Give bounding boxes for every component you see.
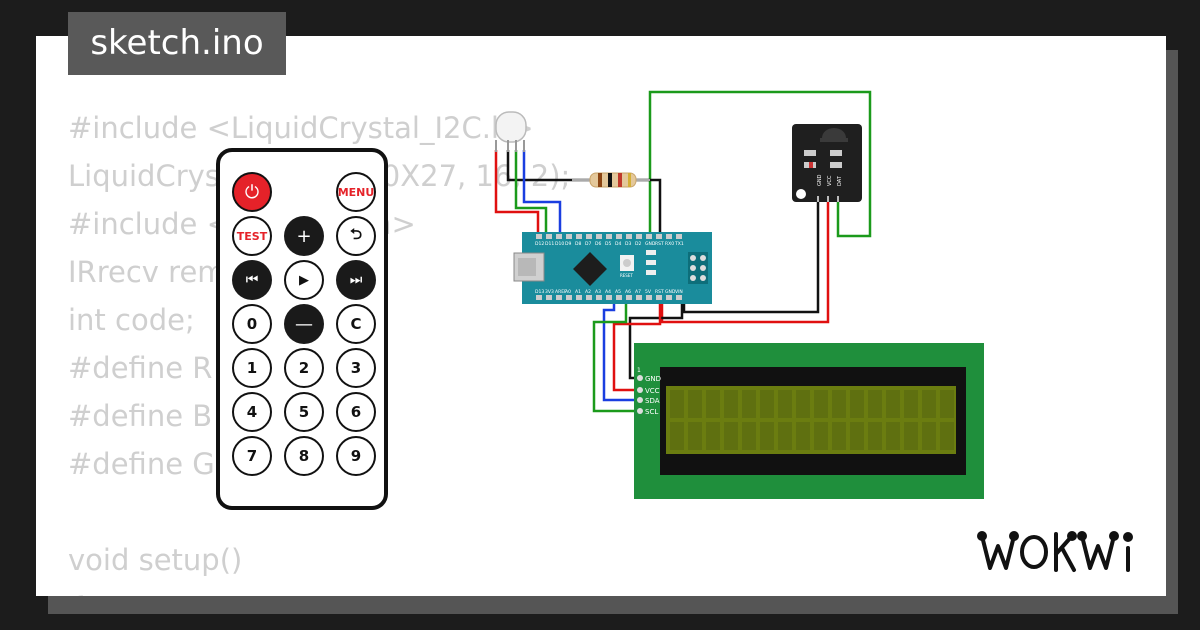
- arduino-top-pin-label-d2: D2: [635, 241, 641, 247]
- arduino-top-pin-label-d6: D6: [595, 241, 601, 247]
- resistor[interactable]: [572, 172, 650, 188]
- arduino-top-pin-label-gnd: GND: [645, 241, 656, 247]
- arduino-bottom-pin-label-gnd: GND: [665, 289, 676, 295]
- rgb-led[interactable]: [495, 111, 527, 152]
- lcd-pin-index: 1: [637, 367, 641, 374]
- arduino-top-pin-label-d3: D3: [625, 241, 631, 247]
- previous-button[interactable]: ⏮: [232, 260, 272, 300]
- arduino-top-pin-label-d10: D10: [555, 241, 564, 247]
- arduino-bottom-pin-label-a0: A0: [565, 289, 571, 295]
- arduino-bottom-pin-label-3v3: 3V3: [545, 289, 554, 295]
- digit-1-button[interactable]: 1: [232, 348, 272, 388]
- menu-button[interactable]: MENU: [336, 172, 376, 212]
- digit-4-button[interactable]: 4: [232, 392, 272, 432]
- code-line: void setup(): [68, 543, 243, 577]
- arduino-top-pin-label-d5: D5: [605, 241, 611, 247]
- digit-9-button[interactable]: 9: [336, 436, 376, 476]
- arduino-bottom-pin-label-a7: A7: [635, 289, 641, 295]
- plus-button[interactable]: +: [284, 216, 324, 256]
- wire-black-led-gnd: [506, 150, 662, 236]
- code-line: int code;: [68, 303, 195, 337]
- ir-pin-label-gnd: GND: [817, 174, 823, 186]
- wire-red-lcd-vcc: [612, 298, 662, 392]
- arduino-top-pin-label-d8: D8: [575, 241, 581, 247]
- arduino-reset-label: RESET: [620, 273, 633, 278]
- lcd-pin-label-gnd: GND: [645, 375, 661, 383]
- arduino-bottom-pin-label-aref: AREF: [555, 289, 567, 295]
- arduino-top-pin-label-d7: D7: [585, 241, 591, 247]
- arduino-top-pin-label-tx1: TX1: [674, 241, 684, 247]
- ir-pin-label-vcc: VCC: [827, 175, 833, 186]
- wire-red-led: [494, 150, 540, 236]
- test-button[interactable]: TEST: [232, 216, 272, 256]
- wire-black-lcd-gnd: [628, 298, 684, 380]
- lcd-pin-label-sda: SDA: [645, 397, 660, 405]
- arduino-bottom-pin-label-a1: A1: [575, 289, 581, 295]
- arduino-top-pin-label-d11: D11: [545, 241, 554, 247]
- back-button[interactable]: ⮌: [336, 216, 376, 256]
- lcd-1602-module[interactable]: 1 GND VCC SDA SCL: [634, 343, 984, 499]
- ir-pin-label-dat: DAT: [837, 175, 843, 186]
- arduino-bottom-pin-label-a6: A6: [625, 289, 631, 295]
- code-line: {: [68, 584, 570, 596]
- arduino-bottom-pin-label-vin: VIN: [675, 289, 683, 295]
- digit-0-button[interactable]: 0: [232, 304, 272, 344]
- arduino-bottom-pin-label-rst: RST: [655, 289, 664, 295]
- minus-button[interactable]: —: [284, 304, 324, 344]
- lcd-pin-label-vcc: VCC: [645, 387, 660, 395]
- next-button[interactable]: ⏭: [336, 260, 376, 300]
- lcd-pin-label-scl: SCL: [645, 408, 658, 416]
- ir-receiver-module[interactable]: GND VCC DAT: [792, 124, 862, 202]
- file-tab[interactable]: sketch.ino: [68, 12, 286, 75]
- arduino-bottom-pin-label-a5: A5: [615, 289, 621, 295]
- arduino-top-pin-label-rx0: RX0: [665, 241, 674, 247]
- wire-green-ir-dat: [648, 90, 872, 238]
- code-line: #include <LiquidCrystal_I2C.h>: [68, 111, 534, 145]
- digit-3-button[interactable]: 3: [336, 348, 376, 388]
- wire-black-ir-gnd: [682, 195, 820, 314]
- wokwi-logo: [977, 531, 1133, 572]
- wire-green-led: [514, 150, 548, 236]
- arduino-top-pin-label-rst: RST: [655, 241, 664, 247]
- digit-7-button[interactable]: 7: [232, 436, 272, 476]
- digit-5-button[interactable]: 5: [284, 392, 324, 432]
- wire-blue-lcd-sda: [602, 298, 640, 402]
- arduino-top-pin-label-d4: D4: [615, 241, 621, 247]
- arduino-top-pin-label-d12: D12: [535, 241, 544, 247]
- c-button[interactable]: C: [336, 304, 376, 344]
- wire-blue-led: [522, 150, 562, 236]
- digit-8-button[interactable]: 8: [284, 436, 324, 476]
- wires: [494, 90, 872, 413]
- arduino-bottom-pin-label-a2: A2: [585, 289, 591, 295]
- arduino-bottom-pin-label-a3: A3: [595, 289, 601, 295]
- play-button[interactable]: ▶: [284, 260, 324, 300]
- ir-remote-control[interactable]: ⏻ MENU TEST + ⮌ ⏮ ▶ ⏭ 0 — C 1 2 3 4 5 6 …: [216, 148, 388, 510]
- wire-green-lcd-scl: [592, 298, 640, 413]
- wire-red-ir-vcc: [660, 195, 830, 324]
- arduino-top-pin-label-d9: D9: [565, 241, 571, 247]
- digit-6-button[interactable]: 6: [336, 392, 376, 432]
- digit-2-button[interactable]: 2: [284, 348, 324, 388]
- power-button[interactable]: ⏻: [232, 172, 272, 212]
- arduino-bottom-pin-label-d13: D13: [535, 289, 544, 295]
- arduino-bottom-pin-label-5v: 5V: [645, 289, 652, 295]
- arduino-bottom-pin-label-a4: A4: [605, 289, 611, 295]
